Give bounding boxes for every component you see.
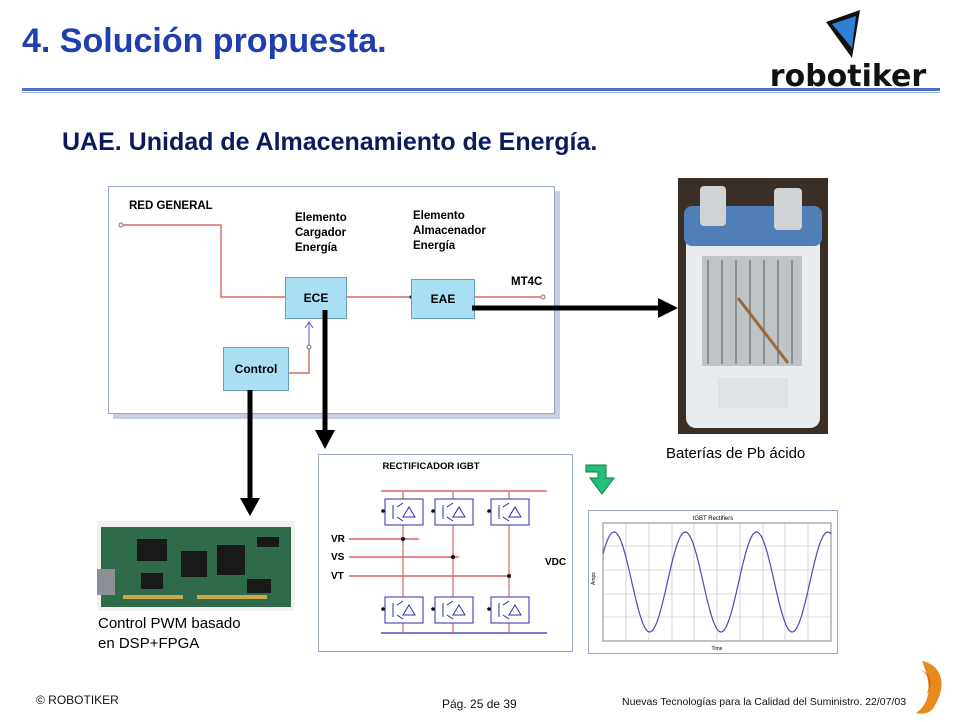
elemento-cargador-label: Elemento Cargador Energía bbox=[295, 211, 347, 256]
vdc-label: VDC bbox=[545, 557, 566, 568]
footer-swoosh-logo bbox=[916, 661, 942, 714]
battery-caption: Baterías de Pb ácido bbox=[666, 445, 806, 462]
sine-wave bbox=[602, 531, 832, 633]
igbt-rectifier-waveform: IGBT Rectifiers Amps Time bbox=[588, 510, 838, 654]
control-board-photo bbox=[97, 521, 295, 611]
rectifier-title: RECTIFICADOR IGBT bbox=[382, 461, 479, 472]
footer-logo-icon bbox=[908, 655, 950, 717]
cargador-line-3: Energía bbox=[295, 242, 338, 254]
ece-box: ECE bbox=[285, 277, 347, 319]
almacenador-line-3: Energía bbox=[413, 240, 456, 252]
mt4c-label: MT4C bbox=[511, 276, 543, 288]
arrow-down-rectifier-icon bbox=[315, 430, 335, 449]
control-pwm-caption-line-2: en DSP+FPGA bbox=[98, 635, 200, 652]
vs-label: VS bbox=[331, 552, 345, 563]
waveform-plot: IGBT Rectifiers Amps Time bbox=[589, 511, 837, 653]
cargador-line-1: Elemento bbox=[295, 212, 347, 224]
arrow-right-battery-icon bbox=[658, 298, 678, 318]
control-pwm-caption: Control PWM basado en DSP+FPGA bbox=[98, 614, 241, 654]
almacenador-line-2: Almacenador bbox=[413, 225, 486, 237]
robotiker-logo: robotiker bbox=[748, 4, 948, 94]
scope-title: IGBT Rectifiers bbox=[693, 516, 734, 522]
pcb-illustration bbox=[97, 521, 295, 611]
footer-copyright: © ROBOTIKER bbox=[36, 693, 119, 707]
battery-illustration bbox=[678, 178, 828, 434]
arrow-down-control-icon bbox=[240, 498, 260, 516]
slide-subtitle: UAE. Unidad de Almacenamiento de Energía… bbox=[62, 128, 598, 156]
control-box: Control bbox=[223, 347, 289, 391]
eae-box: EAE bbox=[411, 279, 475, 319]
vt-label: VT bbox=[331, 571, 344, 582]
slide-title: 4. Solución propuesta. bbox=[22, 22, 387, 60]
red-general-label: RED GENERAL bbox=[129, 200, 213, 212]
battery-photo bbox=[678, 178, 828, 434]
control-pwm-caption-line-1: Control PWM basado bbox=[98, 615, 241, 632]
footer-page-number: Pág. 25 de 39 bbox=[442, 697, 517, 711]
title-divider-thin bbox=[22, 92, 940, 93]
scope-ylabel: Amps bbox=[591, 572, 597, 585]
footer-subject-date: Nuevas Tecnologías para la Calidad del S… bbox=[622, 696, 907, 708]
title-divider bbox=[22, 88, 940, 91]
rectifier-circuit: RECTIFICADOR IGBT VR bbox=[331, 461, 566, 634]
almacenador-line-1: Elemento bbox=[413, 210, 465, 222]
rectifier-igbt-schematic: RECTIFICADOR IGBT VR bbox=[318, 454, 573, 652]
cargador-line-2: Cargador bbox=[295, 227, 347, 239]
scope-grid bbox=[603, 523, 831, 641]
robotiker-triangle-logo-icon: robotiker bbox=[770, 10, 927, 94]
elemento-almacenador-label: Elemento Almacenador Energía bbox=[413, 209, 486, 254]
scope-xlabel: Time bbox=[712, 646, 723, 652]
green-bent-arrow-icon bbox=[585, 464, 615, 495]
logo-text: robotiker bbox=[770, 59, 927, 92]
vr-label: VR bbox=[331, 534, 346, 545]
uae-block-diagram: RED GENERAL Elemento Cargador Energía El… bbox=[108, 186, 555, 414]
